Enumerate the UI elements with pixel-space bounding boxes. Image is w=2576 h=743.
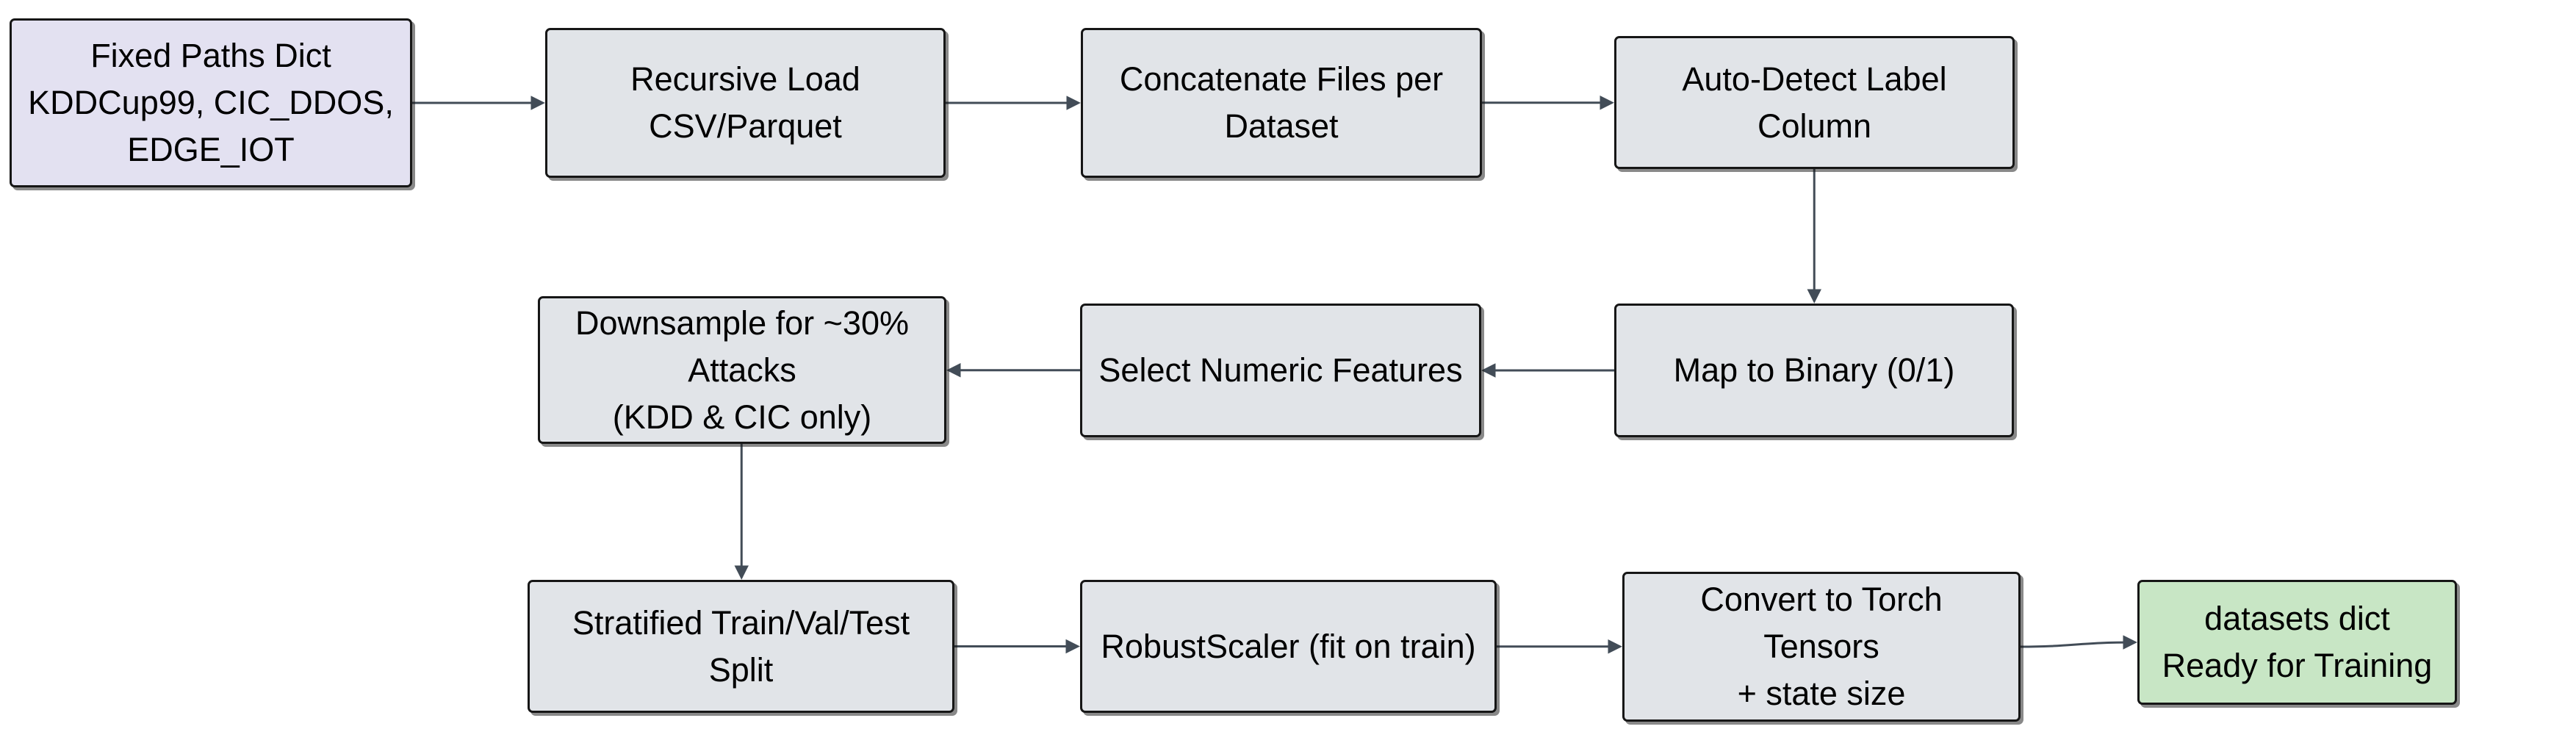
node-map-to-binary: Map to Binary (0/1) xyxy=(1614,304,2014,437)
node-label-line: Fixed Paths Dict xyxy=(90,37,331,74)
node-label-line: RobustScaler (fit on train) xyxy=(1101,627,1476,665)
node-label-line: Map to Binary (0/1) xyxy=(1673,351,1955,389)
node-label-line: Convert to Torch xyxy=(1700,581,1943,618)
node-label-line: EDGE_IOT xyxy=(127,131,295,168)
node-label-line: Stratified Train/Val/Test xyxy=(572,603,910,642)
node-label-line: Attacks xyxy=(688,351,796,389)
node-label-line: Auto-Detect Label xyxy=(1682,60,1947,98)
node-label-line: Split xyxy=(708,650,774,689)
node-label-line: Downsample for ~30% xyxy=(575,304,909,342)
node-label-line: Select Numeric Features xyxy=(1098,351,1463,389)
node-label-line: Dataset xyxy=(1224,107,1339,145)
node-label-line: CSV/Parquet xyxy=(649,107,842,145)
node-select-numeric-features: Select Numeric Features xyxy=(1080,304,1481,437)
node-label-line: Recursive Load xyxy=(630,60,860,98)
node-label-line: Column xyxy=(1757,107,1872,145)
node-label-line: KDDCup99, CIC_DDOS, xyxy=(28,84,394,121)
node-robust-scaler: RobustScaler (fit on train) xyxy=(1080,580,1497,713)
node-label-line: datasets dict xyxy=(2204,600,2390,637)
edge-convert-to-torch-to-datasets-dict-ready xyxy=(2020,635,2137,650)
node-downsample-attacks: Downsample for ~30% Attacks (KDD & CIC onl… xyxy=(538,296,946,444)
node-label-line: Tensors xyxy=(1763,628,1879,665)
node-label-line: Concatenate Files per xyxy=(1119,60,1444,98)
node-label-line: + state size xyxy=(1737,675,1906,712)
node-label-line: Ready for Training xyxy=(2162,647,2433,684)
node-label-line: (KDD & CIC only) xyxy=(612,398,872,436)
